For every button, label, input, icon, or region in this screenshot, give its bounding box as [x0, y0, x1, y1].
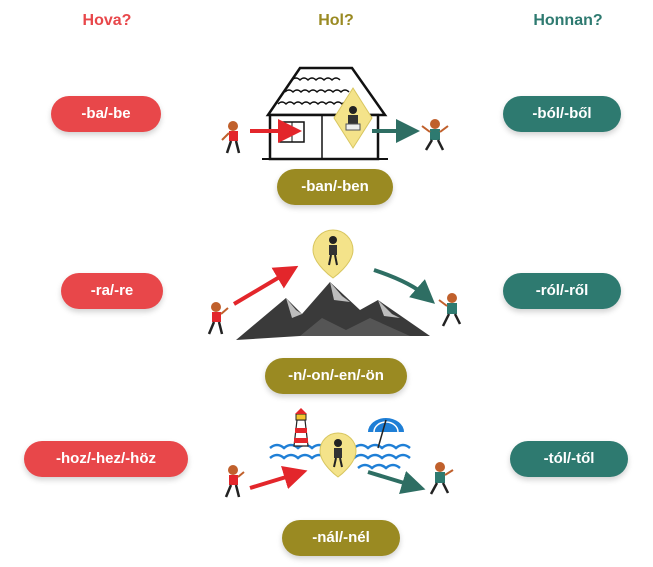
beach-umbrella-icon — [368, 418, 404, 449]
lighthouse-icon — [293, 408, 309, 447]
arrow-icon — [249, 466, 308, 490]
arrow-icon — [373, 268, 436, 304]
header-hova: Hova? — [82, 12, 132, 29]
person-icon — [207, 302, 229, 335]
suffix-hol-pill: -ban/-ben — [277, 169, 393, 205]
arrow-icon — [367, 470, 426, 494]
header-hol: Hol? — [318, 12, 354, 29]
person-icon — [221, 121, 241, 154]
map-pin-icon — [319, 432, 357, 478]
map-pin-icon — [333, 87, 373, 149]
person-icon — [224, 465, 245, 498]
person-icon — [421, 119, 449, 151]
suffix-hol-pill: -n/-on/-en/-ön — [265, 358, 407, 394]
suffix-honnan-pill: -ról/-ről — [503, 273, 621, 309]
arrow-icon — [232, 265, 299, 306]
header-honnan: Honnan? — [533, 12, 603, 29]
suffix-honnan-pill: -ból/-ből — [503, 96, 621, 132]
map-pin-icon — [312, 229, 354, 279]
person-icon — [429, 462, 454, 495]
mountain-icon — [236, 282, 430, 340]
suffix-hova-pill: -ba/-be — [51, 96, 161, 132]
suffix-hol-pill: -nál/-nél — [282, 520, 400, 556]
suffix-hova-pill: -hoz/-hez/-höz — [24, 441, 188, 477]
suffix-hova-pill: -ra/-re — [61, 273, 163, 309]
person-icon — [438, 293, 462, 327]
suffix-honnan-pill: -tól/-től — [510, 441, 628, 477]
